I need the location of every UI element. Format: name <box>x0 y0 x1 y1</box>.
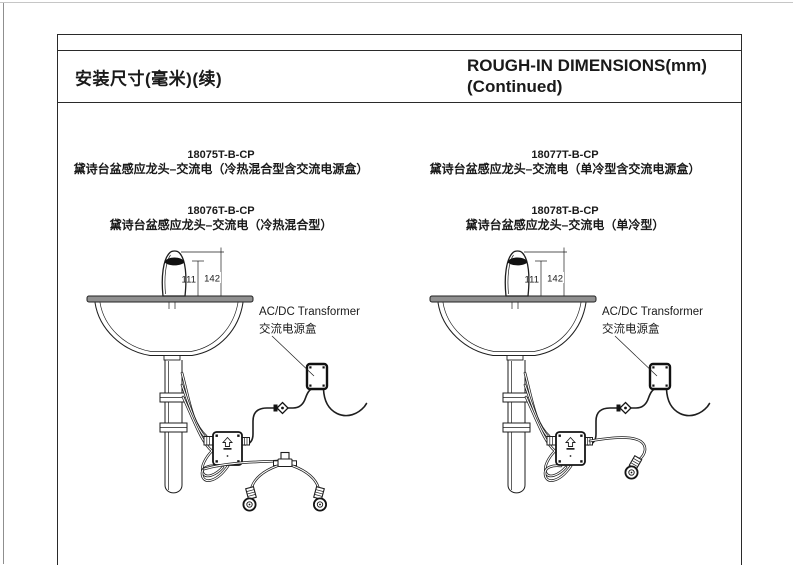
fig1-model2-label: 18076T-B-CP 黛诗台盆感应龙头–交流电（冷热混合型） <box>60 204 382 232</box>
hose-nut-icon <box>245 486 257 500</box>
header-top-strip <box>58 35 741 51</box>
model-code: 18075T-B-CP <box>187 149 255 161</box>
sink-assembly-drawing <box>87 248 367 493</box>
model-description: 黛诗台盆感应龙头–交流电（冷热混合型含交流电源盒） <box>73 162 369 176</box>
page-edge-top <box>0 2 793 3</box>
model-description: 黛诗台盆感应龙头–交流电（单冷型） <box>465 218 665 232</box>
page-title-en: ROUGH-IN DIMENSIONS(mm) (Continued) <box>467 55 707 97</box>
supply-inlet-icon <box>312 497 328 512</box>
dim-111-label: 111 <box>182 275 196 286</box>
dim-142-label: 142 <box>204 274 220 285</box>
hose-nut-icon <box>313 486 325 500</box>
transformer-label-zh: 交流电源盒 <box>259 322 317 336</box>
header-row: 安装尺寸(毫米)(续) ROUGH-IN DIMENSIONS(mm) (Con… <box>58 51 741 103</box>
supply-inlet-icon <box>624 465 639 480</box>
fig2-model1-label: 18077T-B-CP 黛诗台盆感应龙头–交流电（单冷型含交流电源盒） <box>404 148 726 176</box>
transformer-label-en: AC/DC Transformer <box>259 306 360 318</box>
dim-142-label: 142 <box>547 274 563 285</box>
page-edge-left <box>3 2 4 564</box>
figure1-drawing: 111 142 AC/DC Transformer 交流电源盒 <box>60 245 405 512</box>
page-title-zh: 安装尺寸(毫米)(续) <box>75 69 223 88</box>
sink-assembly-drawing <box>430 248 710 493</box>
page-title-en-line2: (Continued) <box>467 77 563 96</box>
tee-fitting-icon <box>273 451 297 468</box>
transformer-label-zh: 交流电源盒 <box>602 322 660 336</box>
dim-111-label: 111 <box>525 275 539 286</box>
model-code: 18076T-B-CP <box>187 205 255 217</box>
model-code: 18078T-B-CP <box>531 205 599 217</box>
page-title-en-line1: ROUGH-IN DIMENSIONS(mm) <box>467 56 707 75</box>
fig2-model2-label: 18078T-B-CP 黛诗台盆感应龙头–交流电（单冷型） <box>404 204 726 232</box>
transformer-label-en: AC/DC Transformer <box>602 306 703 318</box>
supply-inlet-icon <box>242 497 257 512</box>
model-description: 黛诗台盆感应龙头–交流电（单冷型含交流电源盒） <box>429 162 701 176</box>
single-supply-connector <box>588 436 647 480</box>
model-code: 18077T-B-CP <box>531 149 599 161</box>
dual-supply-connectors <box>202 451 328 512</box>
fig1-model1-label: 18075T-B-CP 黛诗台盆感应龙头–交流电（冷热混合型含交流电源盒） <box>60 148 382 176</box>
model-description: 黛诗台盆感应龙头–交流电（冷热混合型） <box>109 218 333 232</box>
figure2-drawing: 111 142 AC/DC Transformer 交流电源盒 <box>403 245 748 545</box>
